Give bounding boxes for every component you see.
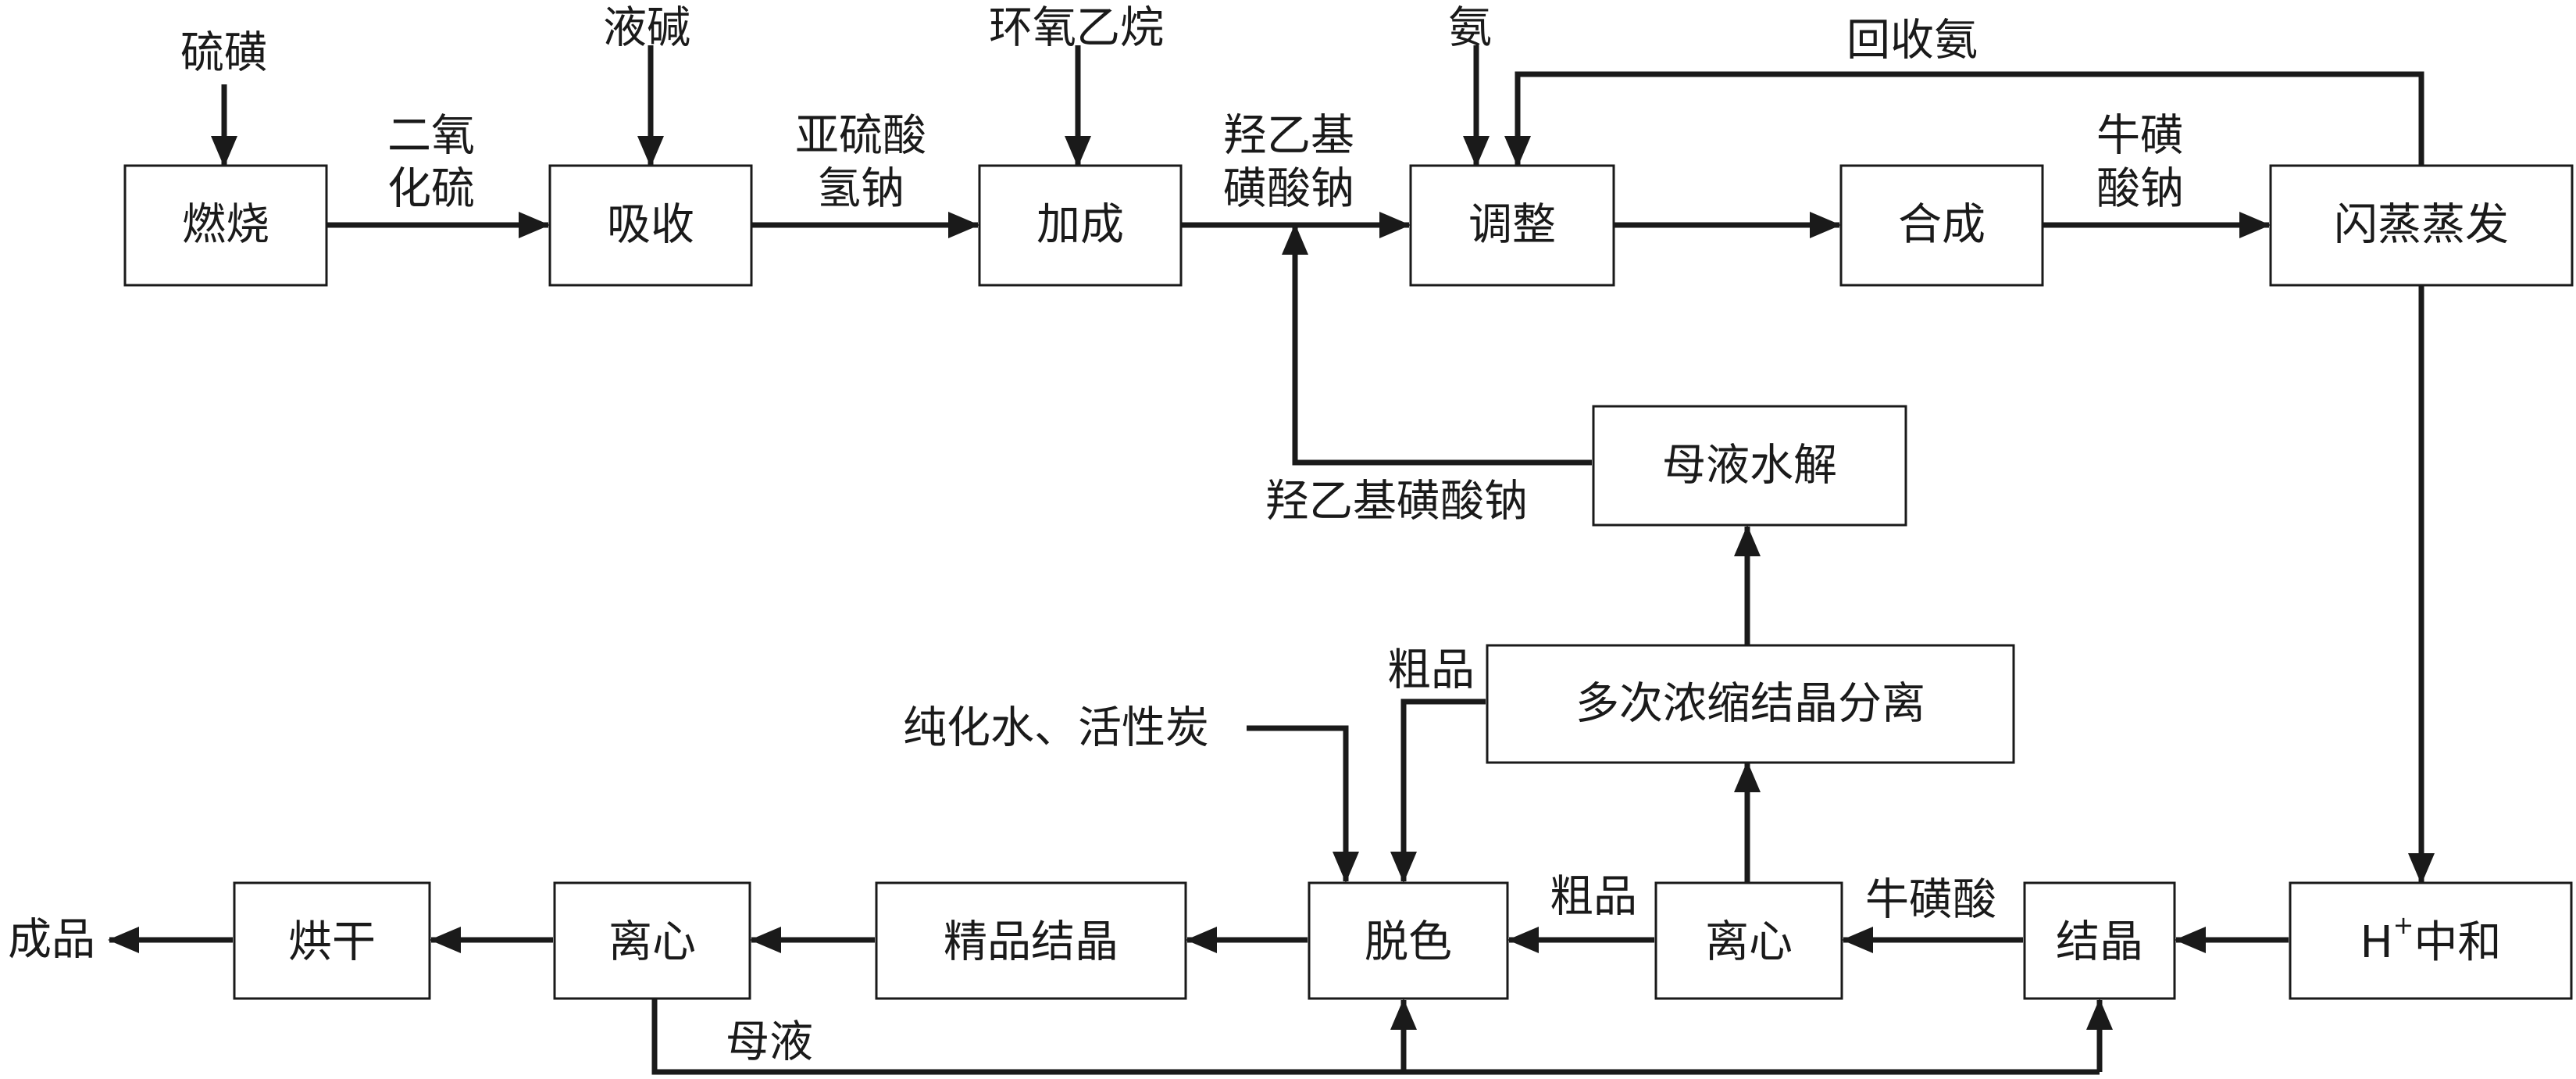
node-absorb: 吸收 [548,164,753,287]
label-bisulfite-line2: 氢钠 [817,164,904,215]
node-dry-label: 烘干 [288,917,376,968]
label-crude-lower: 粗品 [1550,872,1637,923]
edge-water-carbon-to-decolor [1247,725,1359,883]
neutralize-sup: + [2393,910,2414,940]
node-adjust: 调整 [1409,164,1615,287]
node-multi-concentration: 多次浓缩结晶分离 [1486,644,2015,764]
node-decolor-label: 脱色 [1365,917,1452,968]
edge-hydrolysis-to-main [1282,223,1592,466]
label-isethionate-line1: 羟乙基 [1223,111,1354,162]
label-bisulfite-line1: 亚硫酸 [795,111,926,162]
node-flash-evaporation-label: 闪蒸蒸发 [2334,200,2509,251]
node-multi-concentration-label: 多次浓缩结晶分离 [1575,679,1925,730]
node-centrifuge-1-label: 离心 [1705,917,1793,968]
label-crude-upper: 粗品 [1387,645,1475,696]
label-sulfur: 硫磺 [180,28,268,79]
label-taurine: 牛磺酸 [1865,875,1996,926]
label-ethylene-oxide: 环氧乙烷 [989,3,1164,54]
edge-labels: 硫磺 液碱 环氧乙烷 氨 回收氨 二氧 化硫 亚硫酸 氢钠 羟乙基 磺酸钠 牛磺… [8,3,2184,1068]
node-flash-evaporation: 闪蒸蒸发 [2269,164,2574,287]
label-isethionate-full: 羟乙基磺酸钠 [1265,477,1528,527]
node-neutralize: H+中和 [2289,881,2573,1000]
label-taurate-line1: 牛磺 [2096,111,2184,162]
node-decolor: 脱色 [1308,881,1509,1000]
edge-crude-to-decolor [1390,698,1486,883]
label-mother-liquor: 母液 [726,1017,813,1068]
node-burn: 燃烧 [123,164,328,287]
node-hydrolysis: 母液水解 [1592,405,1907,527]
node-addition: 加成 [978,164,1183,287]
edge-recovered-ammonia [1504,71,2424,167]
node-dry: 烘干 [233,881,431,1000]
neutralize-rest: 中和 [2414,917,2501,968]
label-product: 成品 [8,915,95,966]
node-hydrolysis-label: 母液水解 [1662,441,1837,491]
label-recovered-ammonia: 回收氨 [1846,16,1978,66]
node-centrifuge-1: 离心 [1654,881,1843,1000]
node-centrifuge-2: 离心 [553,881,751,1000]
label-water-carbon: 纯化水、活性炭 [903,703,1209,754]
node-synthesis-label: 合成 [1898,200,1986,251]
node-addition-label: 加成 [1036,200,1124,251]
node-centrifuge-2-label: 离心 [608,917,696,968]
edges [108,45,2435,1075]
node-neutralize-label: H+中和 [2360,910,2502,968]
node-synthesis: 合成 [1839,164,2044,287]
edge-mother-liquor-line [651,999,2100,1075]
node-adjust-label: 调整 [1468,200,1556,251]
neutralize-h: H [2360,917,2393,968]
node-refine-crystal-label: 精品结晶 [944,917,1119,968]
label-ammonia: 氨 [1448,3,1492,54]
node-crystallize-label: 结晶 [2056,917,2143,968]
node-refine-crystal: 精品结晶 [875,881,1187,1000]
node-burn-label: 燃烧 [182,200,269,251]
label-so2-line2: 化硫 [387,164,475,215]
nodes: 燃烧 吸收 加成 调整 合成 闪蒸蒸发 母液水解 多次浓缩结晶分离 [123,164,2574,1000]
node-absorb-label: 吸收 [607,200,694,251]
node-crystallize: 结晶 [2023,881,2176,1000]
label-so2-line1: 二氧 [387,111,475,162]
label-caustic: 液碱 [603,3,690,54]
label-taurate-line2: 酸钠 [2096,164,2184,215]
label-isethionate-line2: 磺酸钠 [1223,164,1354,215]
